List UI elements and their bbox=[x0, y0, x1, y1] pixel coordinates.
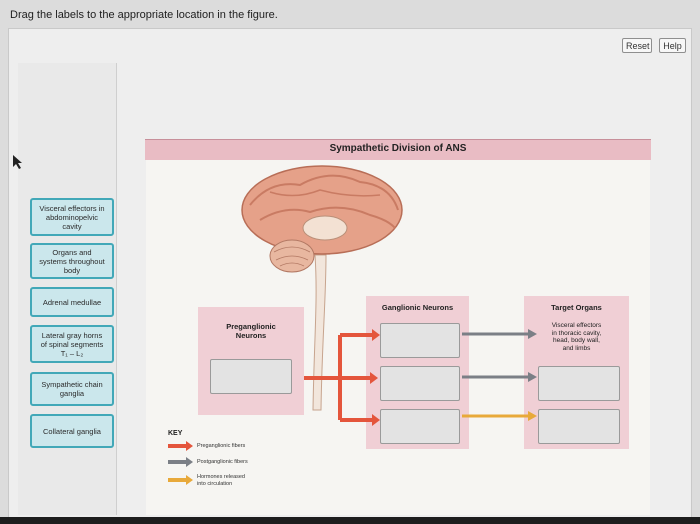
help-button[interactable]: Help bbox=[659, 38, 686, 53]
drop-zone-ganglionic-1[interactable] bbox=[380, 323, 460, 358]
postganglionic-arrowhead-2 bbox=[528, 372, 537, 382]
drag-label-collateral-ganglia[interactable]: Collateral ganglia bbox=[30, 414, 114, 448]
figure-title-band bbox=[145, 139, 651, 160]
drag-label-visceral-abdominopelvic[interactable]: Visceral effectors in abdominopelvic cav… bbox=[30, 198, 114, 236]
drop-zone-target-2[interactable] bbox=[538, 409, 620, 444]
drag-label-lateral-gray-horns[interactable]: Lateral gray horns of spinal segments T₁… bbox=[30, 325, 114, 363]
preganglionic-arrowhead-bottom bbox=[372, 414, 380, 426]
instruction-text: Drag the labels to the appropriate locat… bbox=[10, 9, 278, 21]
figure-title: Sympathetic Division of ANS bbox=[329, 143, 467, 154]
brain-spinal-cord-illustration bbox=[241, 165, 403, 411]
target-organs-text: Visceral effectors in thoracic cavity, h… bbox=[551, 322, 602, 352]
pathway-arrows bbox=[304, 329, 537, 426]
key-swatches bbox=[168, 441, 193, 485]
key-hormones-label: Hormones released into circulation bbox=[197, 474, 245, 487]
drag-label-organs-systems[interactable]: Organs and systems throughout body bbox=[30, 243, 114, 279]
drop-zone-preganglionic[interactable] bbox=[210, 359, 292, 394]
drop-zone-target-1[interactable] bbox=[538, 366, 620, 401]
drag-label-sympathetic-chain-ganglia[interactable]: Sympathetic chain ganglia bbox=[30, 372, 114, 406]
key-preganglionic-label: Preganglionic fibers bbox=[197, 443, 246, 449]
preganglionic-arrowhead-top bbox=[372, 329, 380, 341]
postganglionic-arrowhead-1 bbox=[528, 329, 537, 339]
target-organs-header: Target Organs bbox=[551, 303, 602, 312]
key-postganglionic-label: Postganglionic fibers bbox=[197, 459, 248, 465]
hormone-arrowhead bbox=[528, 411, 537, 421]
bottom-bar bbox=[0, 517, 700, 524]
key-title: KEY bbox=[168, 430, 183, 437]
drag-label-adrenal-medullae[interactable]: Adrenal medullae bbox=[30, 287, 114, 317]
drop-zone-ganglionic-2[interactable] bbox=[380, 366, 460, 401]
preganglionic-header: Preganglionic Neurons bbox=[226, 322, 276, 340]
reset-button[interactable]: Reset bbox=[622, 38, 652, 53]
ganglionic-header: Ganglionic Neurons bbox=[381, 303, 454, 312]
mouse-cursor-icon bbox=[13, 155, 22, 169]
preganglionic-arrowhead-mid bbox=[370, 372, 378, 384]
drop-zone-ganglionic-3[interactable] bbox=[380, 409, 460, 444]
